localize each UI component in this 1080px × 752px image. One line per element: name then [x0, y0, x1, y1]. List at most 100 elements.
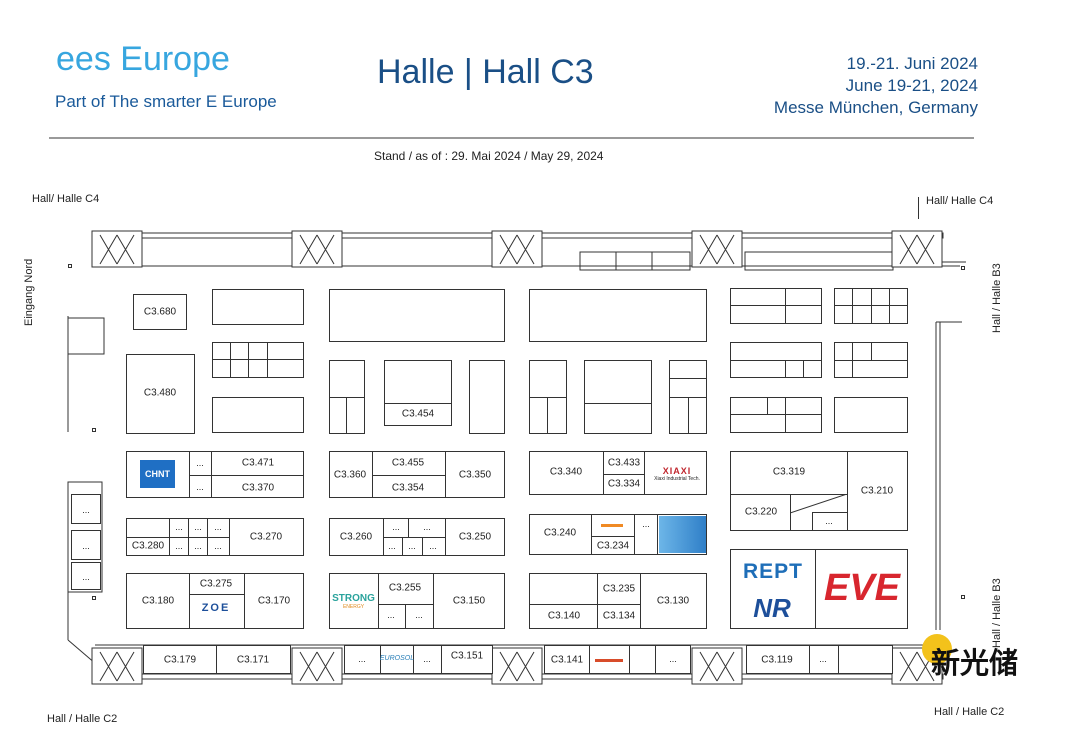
stand-label: C3.234 — [596, 540, 630, 552]
venue: Messe München, Germany — [773, 98, 978, 117]
rept-logo: REPT — [734, 559, 812, 585]
stand-block-c3119[interactable] — [746, 645, 893, 674]
exhibitor-logo — [659, 516, 706, 553]
stand-divider — [597, 573, 598, 629]
stand-label: C3.275 — [199, 578, 233, 590]
stand-block-c3180[interactable] — [126, 573, 304, 629]
stand-divider — [815, 549, 816, 629]
stand-label: C3.134 — [602, 610, 636, 622]
eve-logo: EVE — [818, 566, 906, 610]
stand-c3454[interactable] — [384, 360, 452, 426]
nr-logo: NR — [744, 592, 800, 624]
stand-divider — [629, 645, 630, 674]
stand-block-rept-eve[interactable] — [730, 549, 908, 629]
stand-label: C3.480 — [143, 387, 177, 399]
stand-label: C3.130 — [656, 595, 690, 607]
stand-block-c3360[interactable] — [329, 451, 505, 498]
eve-logo-text: EVE — [823, 566, 901, 609]
stand-divider — [852, 342, 853, 378]
stand-label: C3.179 — [163, 654, 197, 666]
c4-divider-tick — [918, 197, 919, 219]
stand-unlabeled[interactable] — [212, 289, 304, 325]
stand-divider — [212, 359, 304, 360]
stand-block-c3179[interactable] — [143, 645, 291, 674]
stand-divider — [591, 536, 634, 537]
eurosol-logo: EUROSOL — [379, 651, 415, 665]
stand-label: C3.370 — [241, 482, 275, 494]
stand-label: C3.354 — [391, 482, 425, 494]
stand-c3480[interactable] — [126, 354, 195, 434]
stand-block-c3151[interactable] — [344, 645, 493, 674]
stand-unlabeled[interactable] — [584, 360, 652, 434]
stand-grid[interactable] — [730, 288, 822, 324]
stand-divider — [402, 537, 403, 556]
stand-label: C3.119 — [761, 654, 793, 666]
stand-block-c3319[interactable] — [730, 451, 908, 531]
chint-logo: CHNT — [140, 460, 175, 488]
stand-label: C3.151 — [450, 650, 484, 662]
stand-label: C3.454 — [401, 408, 435, 420]
stand-block-c3340[interactable] — [529, 451, 707, 495]
stand-divider — [529, 397, 567, 398]
stand-label: C3.360 — [333, 469, 367, 481]
as-of-date: Stand / as of : 29. Mai 2024 / May 29, 2… — [374, 149, 604, 163]
stand-label: C3.270 — [249, 531, 283, 543]
stand-divider — [803, 360, 804, 378]
stand-label: C3.140 — [547, 610, 581, 622]
stand-divider — [589, 645, 590, 674]
stand-divider — [785, 397, 786, 433]
stand-divider — [248, 342, 249, 378]
event-brand: ees Europe — [56, 40, 230, 78]
xiaxi-logo: XIAXI Xiaxi Industrial Tech. — [648, 457, 706, 491]
stand-divider — [547, 397, 548, 434]
stand-label: C3.340 — [549, 466, 583, 478]
stand-divider — [767, 397, 768, 415]
stand-divider — [640, 573, 641, 629]
stand-divider — [384, 403, 452, 404]
stand-label: C3.170 — [257, 595, 291, 607]
stand-label: C3.220 — [744, 506, 778, 518]
stand-unlabeled[interactable] — [329, 289, 505, 342]
stand-divider — [267, 342, 268, 378]
rept-logo-text: REPT — [742, 560, 803, 583]
zoe-logo-text: ZOE — [201, 602, 231, 614]
stand-grid[interactable] — [730, 397, 822, 433]
stand-c3680[interactable] — [133, 294, 187, 330]
stand-small[interactable] — [71, 562, 101, 590]
stand-block-c3130[interactable] — [529, 573, 707, 629]
stand-small-label: ... — [82, 541, 90, 551]
stand-block-c3255[interactable] — [329, 573, 505, 629]
stand-divider — [812, 512, 813, 531]
stand-divider — [408, 518, 409, 537]
stand-small-label: ... — [196, 482, 204, 492]
label-hall-c4-right: Hall/ Halle C4 — [926, 195, 994, 207]
stand-divider — [644, 451, 645, 495]
stand-small-label: ... — [82, 572, 90, 582]
stand-unlabeled[interactable] — [834, 397, 908, 433]
stand-label: C3.319 — [772, 466, 806, 478]
stand-grid[interactable] — [212, 342, 304, 378]
stand-divider — [126, 537, 169, 538]
event-subbrand: Part of The smarter E Europe — [55, 92, 277, 111]
stand-unlabeled[interactable] — [212, 397, 304, 433]
stand-divider — [889, 288, 890, 324]
stand-small-label: ... — [642, 519, 650, 529]
strong-logo-text: STRONG — [332, 592, 375, 604]
stand-label: C3.350 — [458, 469, 492, 481]
stand-unlabeled[interactable] — [529, 289, 707, 342]
stand-divider — [383, 537, 445, 538]
date-german: 19.-21. Juni 2024 — [846, 54, 978, 73]
stand-divider — [584, 403, 652, 404]
stand-small[interactable] — [71, 530, 101, 560]
stand-divider — [169, 537, 229, 538]
chint-logo-text: CHNT — [145, 469, 170, 479]
stand-divider — [871, 342, 872, 360]
stand-divider — [730, 494, 847, 495]
label-hall-c2-left: Hall / Halle C2 — [47, 713, 118, 725]
stand-unlabeled[interactable] — [469, 360, 505, 434]
stand-label: C3.210 — [860, 485, 894, 497]
stand-divider — [730, 360, 822, 361]
watermark-text: 新光储 — [931, 646, 1019, 680]
eurosol-logo-text: EUROSOL — [379, 654, 415, 662]
stand-small[interactable] — [71, 494, 101, 524]
